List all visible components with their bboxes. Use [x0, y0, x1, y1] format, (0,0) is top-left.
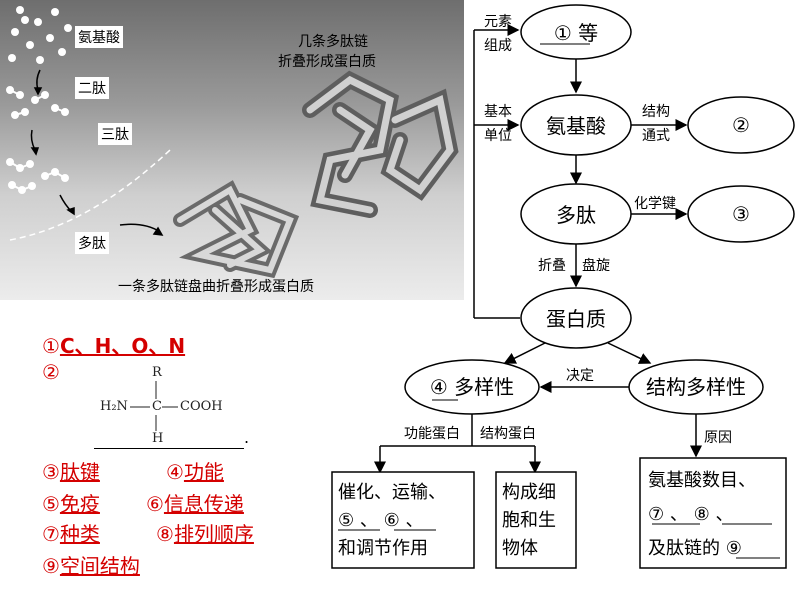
function-box	[331, 471, 475, 569]
formula-bonds	[130, 381, 178, 431]
label-polypeptide: 多肽	[75, 232, 109, 254]
formula-h2n: H₂N	[100, 399, 128, 414]
node-2-text: ②	[732, 113, 750, 137]
structure-box	[495, 471, 577, 569]
process-arrows	[30, 69, 164, 236]
answer-4-text: 功能	[183, 460, 224, 484]
function-box-line3: 和调节作用	[338, 538, 428, 559]
answer-5-prefix: ⑤	[42, 492, 60, 516]
answer-6-text: 信息传递	[163, 492, 244, 516]
element-node-text: ① 等	[554, 21, 598, 45]
edge-protein-to-structure-diversity	[607, 342, 652, 364]
answer-2-prefix: ②	[42, 360, 60, 384]
amino-acid-structural-formula: R H₂N C COOH H	[100, 365, 250, 446]
answer-9: ⑨空间结构	[42, 550, 140, 579]
node-3	[687, 185, 795, 243]
edge-label-formula-2: 通式	[642, 128, 670, 144]
tripeptide-marks	[6, 158, 69, 194]
formula-h: H	[152, 431, 164, 446]
reason-box-line3: 及肽链的 ⑨	[648, 538, 742, 559]
formula-c: C	[152, 399, 162, 414]
node-3-text: ③	[732, 202, 750, 226]
answer-6-prefix: ⑥	[146, 492, 164, 516]
answer-6: ⑥信息传递	[146, 488, 244, 517]
label-amino-acid: 氨基酸	[75, 26, 123, 48]
protein-node	[520, 287, 632, 349]
answer-2-dot: .	[244, 428, 250, 447]
structure-diversity-node-text: 结构多样性	[646, 375, 746, 399]
protein-formation-illustration: 氨基酸 二肽 三肽 多肽 几条多肽链 折叠形成蛋白质 一条多肽链盘曲折叠形成蛋白…	[0, 0, 464, 300]
edge-label-basic-1: 基本	[484, 103, 512, 120]
answer-3: ③肽键	[42, 456, 100, 485]
amino-acid-node-text: 氨基酸	[546, 114, 606, 138]
label-multi-chain-line1: 几条多肽链	[298, 34, 368, 50]
function-box-line2: ⑤ 、 ⑥ 、	[338, 510, 423, 531]
answer-7-text: 种类	[59, 522, 100, 546]
dashed-divider	[9, 149, 171, 241]
label-multi-chain-line2: 折叠形成蛋白质	[278, 54, 376, 70]
edge-label-element-2: 组成	[484, 38, 512, 54]
function-box-line1: 催化、运输、	[338, 482, 446, 503]
formula-cooh: COOH	[180, 399, 223, 414]
reason-box-line1: 氨基酸数目、	[648, 470, 756, 491]
reason-box-line2: ⑦ 、 ⑧ 、	[648, 504, 733, 525]
multi-chain-highlight	[306, 75, 454, 214]
label-dipeptide: 二肽	[75, 77, 109, 99]
answer-7-prefix: ⑦	[42, 522, 60, 546]
edge-label-formula-1: 结构	[642, 104, 670, 120]
edge-label-reason: 原因	[704, 430, 732, 446]
edge-label-basic-2: 单位	[484, 128, 512, 144]
edge-label-spiral: 盘旋	[582, 257, 610, 274]
amino-acid-dots	[8, 6, 72, 64]
peptide-node-text: 多肽	[556, 203, 596, 227]
diversity-node-text: ④ 多样性	[430, 375, 514, 399]
edge-label-determines: 决定	[566, 368, 594, 384]
label-single-chain-caption: 一条多肽链盘曲折叠形成蛋白质	[118, 279, 314, 295]
structure-box-line2: 胞和生	[502, 510, 556, 531]
formula-r: R	[152, 365, 162, 380]
answer-5-text: 免疫	[59, 492, 100, 516]
answer-2-underline	[94, 448, 244, 449]
answer-3-text: 肽键	[59, 460, 100, 484]
edge-label-structural-protein: 结构蛋白	[480, 426, 536, 442]
reason-box	[639, 457, 787, 569]
node-2	[687, 96, 795, 154]
label-tripeptide: 三肽	[98, 123, 132, 145]
edge-label-element-1: 元素	[484, 14, 512, 30]
edge-label-chemical-bond: 化学键	[634, 196, 676, 212]
answer-1: ①C、H、O、N	[42, 330, 185, 359]
answer-8: ⑧排列顺序	[156, 518, 254, 547]
answer-4: ④功能	[166, 456, 224, 485]
answer-9-text: 空间结构	[59, 554, 140, 578]
edge-label-functional-protein: 功能蛋白	[404, 426, 460, 442]
answer-8-text: 排列顺序	[173, 522, 254, 546]
answer-8-prefix: ⑧	[156, 522, 174, 546]
answer-7: ⑦种类	[42, 518, 100, 547]
protein-node-text: 蛋白质	[546, 307, 606, 331]
answer-1-text: C、H、O、N	[59, 334, 186, 358]
illustration-art	[6, 6, 459, 279]
structure-box-line1: 构成细	[502, 482, 556, 503]
structure-box-line3: 物体	[502, 538, 538, 559]
answer-5: ⑤免疫	[42, 488, 100, 517]
answer-4-prefix: ④	[166, 460, 184, 484]
answer-1-prefix: ①	[42, 334, 60, 358]
answer-9-prefix: ⑨	[42, 554, 60, 578]
edge-label-fold: 折叠	[538, 258, 566, 274]
edge-protein-to-diversity	[503, 342, 546, 364]
dipeptide-marks	[6, 86, 69, 119]
single-chain-highlight	[177, 185, 294, 274]
answer-3-prefix: ③	[42, 460, 60, 484]
